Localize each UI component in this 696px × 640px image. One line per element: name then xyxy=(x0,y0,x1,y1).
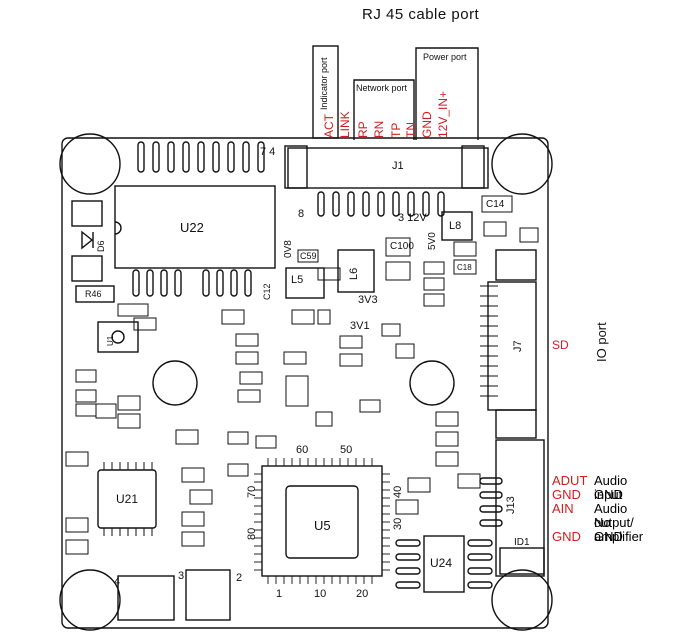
pin-label-rp: RP xyxy=(356,121,370,138)
u22-bottom-pins xyxy=(132,269,252,297)
u21-label: U21 xyxy=(116,492,139,506)
network-port-label: Network port xyxy=(356,83,408,93)
pin-label-tn: TN xyxy=(404,122,418,138)
j1-outline xyxy=(287,147,489,189)
d6-label: D6 xyxy=(96,240,106,252)
rail-0v8: 0V8 xyxy=(283,240,294,258)
d6-top-pad xyxy=(71,200,103,227)
id1-label: ID1 xyxy=(514,537,530,548)
pin-num-4: 4 xyxy=(114,576,121,588)
pin-num-3: 3 xyxy=(178,570,185,582)
l6-label: L6 xyxy=(348,267,360,280)
u1-outline xyxy=(97,321,139,353)
audio-pin-name: AIN xyxy=(552,501,574,516)
audio-pin-description: Audio input xyxy=(594,473,628,502)
mounting-hole-tr xyxy=(491,133,553,195)
pin-num-3-12v: 3 12V xyxy=(398,212,427,224)
u24-side-slots xyxy=(395,539,493,589)
j13-slots xyxy=(479,477,503,527)
audio-pin-name: ADUT xyxy=(552,473,588,488)
l8-outline xyxy=(441,211,473,241)
indicator-port-box xyxy=(312,45,339,139)
u5-pin-60: 60 xyxy=(296,444,309,456)
u22-label: U22 xyxy=(180,220,204,235)
u5-pin-10: 10 xyxy=(314,588,327,600)
l5-label: L5 xyxy=(291,274,304,286)
u5-pins xyxy=(254,458,390,584)
c18-label: C18 xyxy=(457,263,472,272)
pin-label-rn: RN xyxy=(372,120,386,138)
c12-label: C12 xyxy=(262,283,272,300)
pin-num-8: 8 xyxy=(298,208,305,220)
u5-pin-20: 20 xyxy=(356,588,369,600)
j13-label: J13 xyxy=(505,496,517,514)
q-block-right xyxy=(185,569,231,621)
top-slots xyxy=(137,141,265,173)
pin-label-12v-in-: 12V_IN+ xyxy=(436,90,450,138)
audio-pin-description: No amplifier xyxy=(594,515,644,544)
u5-pin-1: 1 xyxy=(276,588,283,600)
q-block-left xyxy=(117,575,175,621)
audio-pin-name: GND xyxy=(552,529,581,544)
u21-outline xyxy=(97,469,157,529)
u5-pin-50: 50 xyxy=(340,444,353,456)
c14-label: C14 xyxy=(486,199,505,210)
u5-pin-40: 40 xyxy=(392,485,404,498)
smd-pads xyxy=(65,195,539,555)
j1-pin-slots xyxy=(317,191,445,217)
rail-5v0: 5V0 xyxy=(427,232,438,250)
diagram-title: RJ 45 cable port xyxy=(362,6,480,23)
u1-label: U1 xyxy=(106,335,115,346)
u5-pin-30: 30 xyxy=(392,517,404,530)
u5-pin-80: 80 xyxy=(246,527,258,540)
l8-label: L8 xyxy=(449,220,462,232)
io-port-label: IO port xyxy=(594,322,609,362)
mounting-hole-bl xyxy=(59,569,121,631)
l6-outline xyxy=(337,249,375,293)
mounting-hole-tl xyxy=(59,133,121,195)
pin-label-tp: TP xyxy=(389,122,403,138)
audio-pin-description: Audio output/ xyxy=(594,501,634,530)
pin-num-74: 7 4 xyxy=(260,146,276,158)
u5-pin-70: 70 xyxy=(246,485,258,498)
c100-label: C100 xyxy=(390,241,414,252)
indicator-port-label: Indicator port xyxy=(319,57,329,110)
id1-outline xyxy=(499,547,545,575)
u5-inner xyxy=(285,485,359,559)
c59-label: C59 xyxy=(300,251,317,261)
j7-label: J7 xyxy=(512,340,524,352)
u24-outline xyxy=(423,535,465,593)
u22-outline xyxy=(114,185,276,269)
audio-pin-description: GND xyxy=(594,529,623,544)
mounting-hole-mid-left xyxy=(152,360,198,406)
rail-3v1: 3V1 xyxy=(350,320,370,332)
pin-num-2: 2 xyxy=(236,572,243,584)
pin-label-gnd: GND xyxy=(420,111,434,138)
audio-pin-description: GND xyxy=(594,487,623,502)
j1-label: J1 xyxy=(392,160,404,172)
network-port-box xyxy=(353,79,415,140)
j7-teeth xyxy=(480,285,498,397)
mounting-hole-br xyxy=(491,569,553,631)
u21-pins xyxy=(103,462,153,536)
power-port-box xyxy=(415,47,479,140)
r46-outline xyxy=(75,285,115,303)
audio-pin-name: GND xyxy=(552,487,581,502)
d6-bottom-pad xyxy=(71,255,103,282)
u24-label: U24 xyxy=(430,556,453,570)
board-outline xyxy=(61,137,549,629)
power-port-label: Power port xyxy=(423,52,467,62)
u5-label: U5 xyxy=(314,518,331,533)
l5-outline xyxy=(285,267,325,299)
r46-label: R46 xyxy=(85,289,102,299)
u5-outer xyxy=(261,465,383,577)
rail-3v3: 3V3 xyxy=(358,294,378,306)
j13-outline xyxy=(495,439,545,577)
pin-label-act: ACT xyxy=(322,114,336,138)
pin-label-link: LINK xyxy=(338,111,352,138)
sd-label: SD xyxy=(552,338,569,352)
mounting-hole-mid-right xyxy=(409,360,455,406)
